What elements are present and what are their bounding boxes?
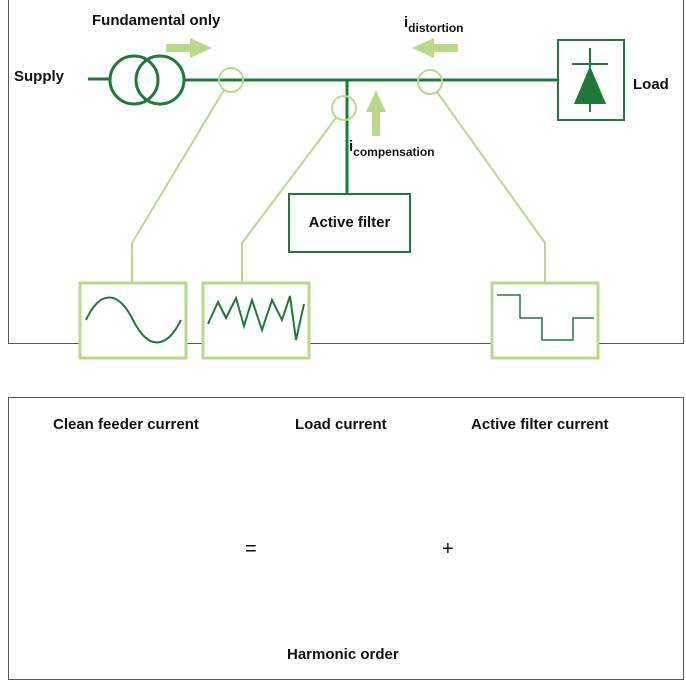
active-filter-box	[288, 193, 411, 253]
transformer-coil-left	[108, 54, 160, 106]
distortion-subscript: distortion	[408, 21, 464, 35]
current-spectrum-panel	[8, 397, 684, 680]
compensation-symbol: i	[349, 138, 354, 155]
step-waveform	[497, 294, 594, 341]
active-filter-current-label: Active filter current	[471, 416, 609, 433]
plus-sign: +	[442, 538, 454, 560]
transformer-coil-right	[134, 54, 186, 106]
fundamental-arrow	[166, 38, 212, 58]
active-filter-label: Active filter	[308, 214, 391, 231]
compensation-subscript: compensation	[353, 145, 435, 159]
probe-circle-supply	[218, 67, 244, 93]
waveform-box-distorted	[201, 281, 311, 360]
diode-icon	[574, 66, 606, 104]
distortion-symbol: i	[404, 14, 409, 31]
i-distortion-label: idistortion	[404, 14, 464, 35]
distorted-waveform	[207, 295, 305, 341]
probe-circle-filter	[331, 95, 357, 121]
supply-label: Supply	[14, 68, 65, 85]
clean-feeder-current-label: Clean feeder current	[53, 416, 199, 433]
leader-line-load	[436, 91, 546, 283]
leader-line-supply	[131, 89, 225, 283]
distortion-arrow	[412, 38, 458, 58]
load-label: Load	[633, 76, 669, 93]
load-current-label: Load current	[295, 416, 387, 433]
equals-sign: =	[245, 538, 257, 560]
i-compensation-label: icompensation	[349, 138, 435, 159]
load-box	[557, 39, 625, 121]
harmonic-order-label: Harmonic order	[287, 646, 399, 663]
leader-line-filter	[241, 117, 337, 283]
compensation-arrow	[366, 90, 386, 136]
sine-waveform	[85, 296, 182, 344]
fundamental-only-label: Fundamental only	[92, 12, 221, 29]
probe-circle-load	[417, 69, 443, 95]
